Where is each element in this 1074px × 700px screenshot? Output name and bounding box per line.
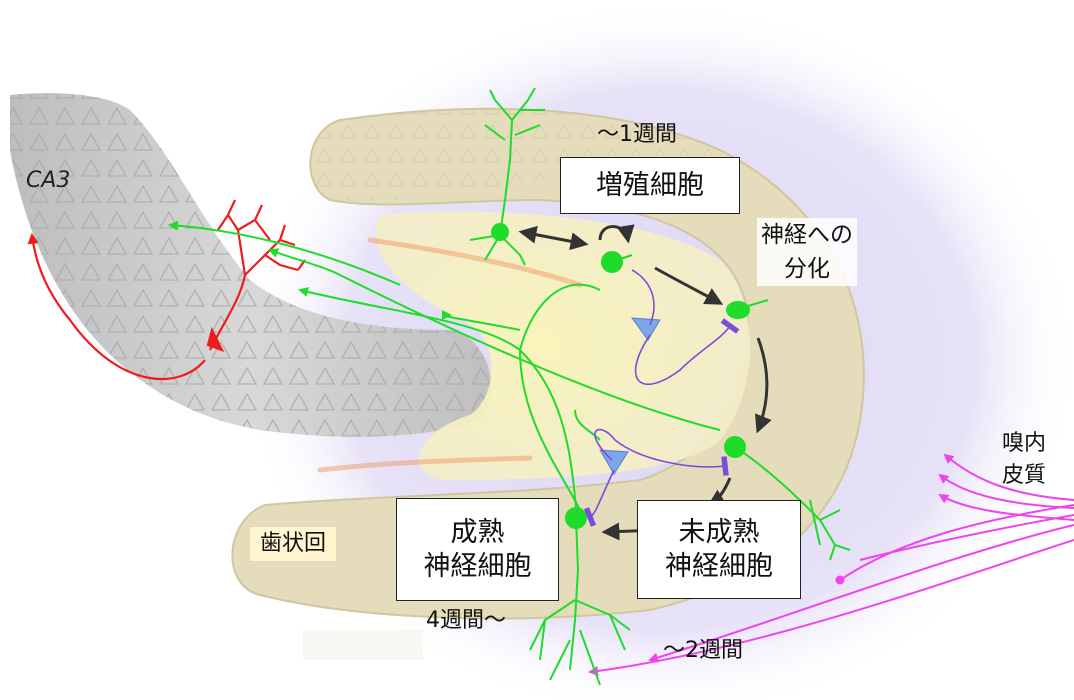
- time-2weeks-label: ～2週間: [663, 638, 743, 664]
- differentiation-line-2: 分化: [761, 252, 853, 286]
- time-4weeks-label: 4週間～: [426, 608, 506, 634]
- dentate-gyrus-label: 歯状回: [250, 527, 336, 561]
- proliferating-cell-box: 増殖細胞: [560, 157, 740, 214]
- proliferating-cell-label: 増殖細胞: [596, 169, 704, 203]
- differentiation-label: 神経への 分化: [757, 218, 857, 286]
- mature-neuron-box: 成熟 神経細胞: [396, 498, 559, 601]
- ca3-label: CA3: [26, 168, 70, 194]
- time-1week-label: ～1週間: [597, 122, 677, 148]
- entorhinal-line-1: 嗅内: [1002, 428, 1046, 460]
- entorhinal-line-2: 皮質: [1002, 460, 1046, 492]
- entorhinal-cortex-label: 嗅内 皮質: [1002, 428, 1046, 492]
- immature-line-1: 未成熟: [679, 516, 760, 550]
- mature-line-1: 成熟: [451, 516, 505, 550]
- immature-line-2: 神経細胞: [665, 550, 773, 584]
- immature-neuron-box: 未成熟 神経細胞: [637, 500, 801, 599]
- differentiation-line-1: 神経への: [761, 218, 853, 252]
- mature-line-2: 神経細胞: [424, 550, 532, 584]
